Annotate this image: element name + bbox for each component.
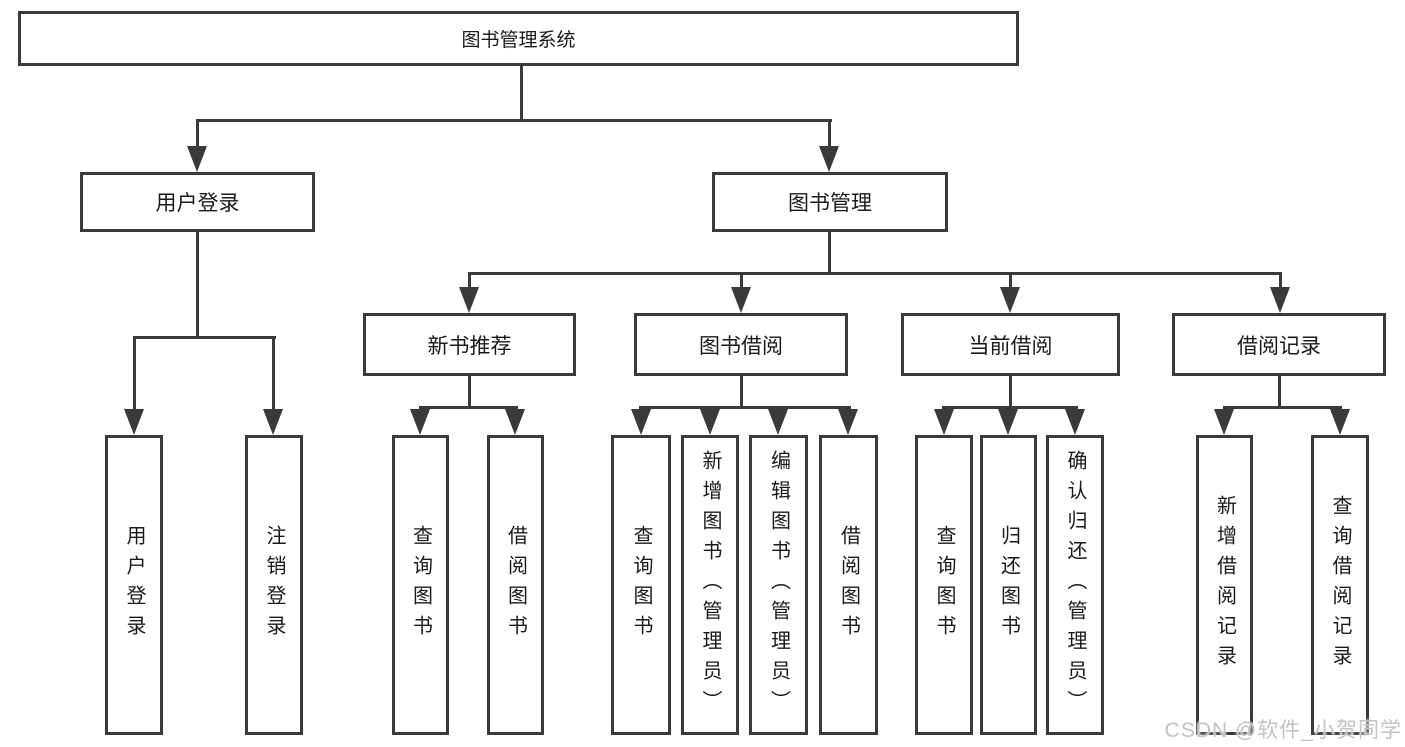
connector-to-leaf-logout — [272, 336, 275, 411]
connector-book-borrowing-span — [639, 406, 851, 409]
connector-current-borrowing-span — [942, 406, 1078, 409]
arrow-into-query-books-3 — [934, 409, 954, 435]
node-book-borrowing: 图书借阅 — [634, 313, 848, 376]
watermark: CSDN @软件_小贺同学 — [1164, 719, 1402, 742]
arrow-into-borrow-books-2 — [838, 409, 858, 435]
leaf-logout-label: 注销登录 — [263, 525, 285, 645]
leaf-query-books-recommend-label: 查询图书 — [409, 525, 432, 645]
leaf-query-books-current: 查询图书 — [915, 435, 973, 735]
leaf-return-books-label: 归还图书 — [997, 525, 1020, 645]
arrow-into-add-record — [1214, 409, 1234, 435]
leaf-query-borrow-record-label: 查询借阅记录 — [1329, 495, 1351, 675]
leaf-user-login: 用户登录 — [105, 435, 163, 735]
leaf-query-books-borrowing-label: 查询图书 — [630, 525, 652, 645]
arrow-into-book-management — [819, 146, 839, 172]
leaf-edit-books-admin-label: 编辑图书（管理员） — [767, 450, 790, 720]
arrow-into-current-borrowing — [1000, 287, 1020, 313]
node-book-borrowing-label: 图书借阅 — [699, 334, 783, 358]
leaf-query-books-borrowing: 查询图书 — [611, 435, 671, 735]
connector-user-login-span — [133, 336, 276, 339]
node-current-borrowing-label: 当前借阅 — [968, 334, 1053, 358]
node-user-login-branch: 用户登录 — [80, 172, 315, 232]
node-book-management-label: 图书管理 — [788, 192, 872, 215]
connector-to-current-borrowing — [1009, 272, 1012, 289]
connector-book-mgmt-trunk — [828, 232, 831, 275]
arrow-into-book-borrowing — [731, 287, 751, 313]
connector-new-book-trunk — [468, 376, 471, 409]
connector-root-span — [196, 119, 832, 122]
node-new-book-recommendation-label: 新书推荐 — [427, 334, 512, 358]
connector-to-book-borrowing — [740, 272, 743, 289]
connector-borrowing-records-span — [1223, 406, 1342, 409]
arrow-into-borrowing-records — [1270, 287, 1290, 313]
arrow-into-leaf-login — [124, 409, 144, 435]
leaf-confirm-return-admin: 确认归还（管理员） — [1046, 435, 1104, 735]
arrow-into-add-books — [700, 409, 720, 435]
node-borrowing-records: 借阅记录 — [1172, 313, 1386, 376]
leaf-user-login-label: 用户登录 — [123, 525, 145, 645]
leaf-borrow-books-recommend-label: 借阅图书 — [504, 525, 527, 645]
leaf-query-books-current-label: 查询图书 — [933, 525, 955, 645]
arrow-into-leaf-logout — [263, 409, 283, 435]
leaf-query-borrow-record: 查询借阅记录 — [1311, 435, 1369, 735]
leaf-confirm-return-admin-label: 确认归还（管理员） — [1064, 450, 1086, 720]
connector-user-login-trunk — [196, 232, 199, 339]
connector-to-book-management — [828, 119, 831, 148]
leaf-borrow-books-recommend: 借阅图书 — [487, 435, 544, 735]
connector-to-borrowing-records — [1279, 272, 1282, 289]
arrow-into-borrow-books-1 — [505, 409, 525, 435]
leaf-add-books-admin-label: 新增图书（管理员） — [699, 450, 721, 720]
arrow-into-return-books — [998, 409, 1018, 435]
connector-to-leaf-login — [133, 336, 136, 411]
leaf-add-borrow-record: 新增借阅记录 — [1196, 435, 1253, 735]
connector-to-new-book — [468, 272, 471, 289]
arrow-into-user-login — [187, 146, 207, 172]
node-new-book-recommendation: 新书推荐 — [363, 313, 576, 376]
arrow-into-query-books-1 — [410, 409, 430, 435]
arrow-into-new-book — [459, 287, 479, 313]
node-user-login-branch-label: 用户登录 — [155, 192, 240, 215]
node-root-label: 图书管理系统 — [461, 30, 576, 51]
connector-root-trunk — [520, 66, 523, 122]
arrow-into-confirm-return — [1065, 409, 1085, 435]
leaf-add-books-admin: 新增图书（管理员） — [681, 435, 739, 735]
node-borrowing-records-label: 借阅记录 — [1237, 334, 1321, 358]
leaf-return-books: 归还图书 — [980, 435, 1037, 735]
leaf-add-borrow-record-label: 新增借阅记录 — [1213, 495, 1236, 675]
leaf-borrow-books-borrowing: 借阅图书 — [819, 435, 878, 735]
connector-new-book-span — [419, 406, 518, 409]
connector-to-user-login — [196, 119, 199, 148]
node-root: 图书管理系统 — [18, 11, 1019, 66]
leaf-edit-books-admin: 编辑图书（管理员） — [749, 435, 808, 735]
node-book-management: 图书管理 — [712, 172, 948, 232]
node-current-borrowing: 当前借阅 — [901, 313, 1120, 376]
connector-book-mgmt-span — [468, 272, 1282, 275]
connector-borrowing-records-trunk — [1278, 376, 1281, 409]
leaf-logout: 注销登录 — [245, 435, 303, 735]
connector-current-borrowing-trunk — [1009, 376, 1012, 409]
leaf-borrow-books-borrowing-label: 借阅图书 — [837, 525, 860, 645]
arrow-into-query-books-2 — [631, 409, 651, 435]
connector-book-borrowing-trunk — [740, 376, 743, 409]
leaf-query-books-recommend: 查询图书 — [392, 435, 449, 735]
arrow-into-edit-books — [768, 409, 788, 435]
arrow-into-query-record — [1330, 409, 1350, 435]
